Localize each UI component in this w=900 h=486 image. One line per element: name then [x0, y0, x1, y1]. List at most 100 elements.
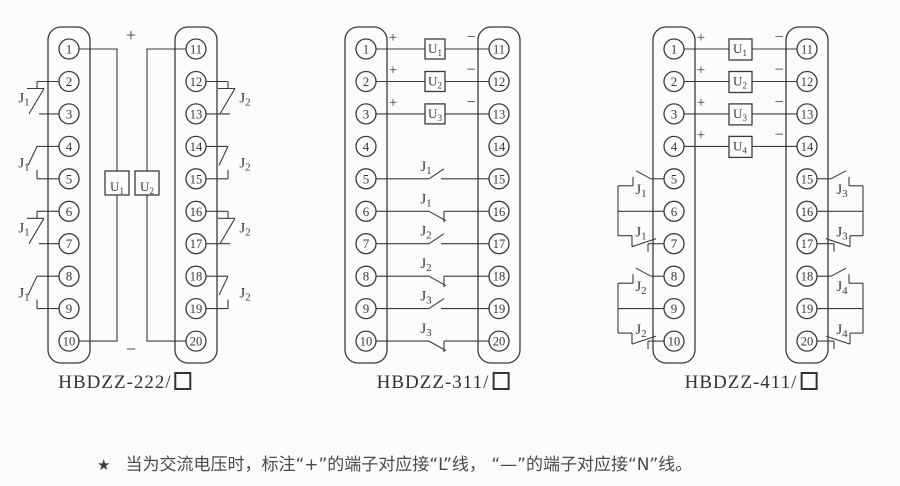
footnote: ★当为交流电压时，标注“+”的端子对应接“L”线， “—”的端子对应接“N”线。	[97, 450, 692, 475]
u2-label-base: U	[140, 179, 150, 194]
terminal-number: 13	[493, 107, 506, 121]
terminal-number: 15	[190, 172, 203, 186]
j-label-sub: 1	[426, 165, 432, 177]
terminal-number: 11	[801, 43, 813, 57]
contact-j1-blade	[28, 88, 45, 115]
terminal-circle	[58, 330, 80, 352]
contact-blade	[428, 168, 445, 180]
caption-hbdzz-311: HBDZZ-311/	[377, 372, 510, 394]
contact-group-right-blade	[830, 170, 847, 180]
contact-j1-blade	[27, 275, 38, 296]
terminal-circle	[355, 135, 377, 158]
plus-mark: +	[126, 25, 136, 45]
u-label-base: U	[428, 74, 438, 89]
terminal-circle	[796, 168, 818, 190]
u-label: U2	[428, 74, 442, 91]
j1-label-base: J	[18, 285, 24, 301]
plus-mark: +	[697, 95, 705, 111]
contact-group-right-blade	[825, 335, 851, 345]
u-label: U1	[428, 41, 442, 58]
terminal-circle	[185, 103, 207, 125]
terminal-number: 13	[801, 107, 814, 121]
terminal-number: 20	[493, 335, 506, 349]
terminal-number: 11	[493, 43, 505, 57]
terminal-circle	[796, 38, 818, 60]
terminal-number: 1	[671, 42, 678, 57]
u-label-sub: 1	[437, 48, 442, 58]
terminal-number: 8	[66, 269, 73, 284]
u-box	[728, 70, 753, 94]
terminal-number: 15	[801, 172, 814, 186]
j1-label-sub: 1	[24, 162, 30, 174]
plus-mark: +	[389, 63, 397, 79]
terminal-circle	[663, 233, 685, 255]
terminal-number: 20	[801, 335, 814, 349]
caption-text: HBDZZ-222/	[58, 372, 172, 393]
j-label: J1	[635, 225, 646, 243]
u2-box	[134, 170, 160, 196]
u-label-base: U	[428, 106, 438, 121]
terminal-circle	[796, 200, 818, 222]
terminal-circle	[185, 70, 207, 93]
terminal-number: 10	[668, 335, 681, 349]
u-label-base: U	[733, 106, 743, 121]
contact-blade	[428, 298, 445, 310]
minus-mark: −	[774, 62, 783, 79]
terminal-circle	[488, 38, 510, 60]
terminal-number: 7	[363, 236, 370, 251]
caption-hbdzz-411: HBDZZ-411/	[685, 372, 818, 394]
terminal-number: 13	[190, 107, 203, 121]
terminal-circle	[663, 330, 685, 352]
terminal-circle	[663, 297, 685, 320]
j2-label-base: J	[239, 156, 245, 172]
terminal-number: 6	[66, 204, 73, 219]
j-label-base: J	[420, 289, 426, 305]
terminal-number: 4	[671, 139, 678, 154]
terminal-circle	[355, 168, 377, 190]
contact-blade	[428, 210, 447, 222]
terminal-circle	[796, 103, 818, 125]
contact-group-left-blade	[631, 335, 657, 345]
terminal-number: 12	[190, 75, 203, 89]
supply-wire	[79, 48, 118, 171]
j-label-base: J	[635, 225, 641, 241]
u2-label: U2	[140, 179, 154, 196]
terminal-circle	[355, 297, 377, 320]
supply-wire	[146, 195, 186, 342]
supply-wire	[146, 48, 186, 171]
terminal-number: 18	[190, 270, 203, 284]
terminal-circle	[663, 70, 685, 93]
terminal-circle	[185, 38, 207, 60]
j-label-base: J	[836, 322, 842, 338]
terminal-number: 18	[493, 270, 506, 284]
j2-label-sub: 2	[245, 162, 251, 174]
j-label: J2	[420, 224, 431, 242]
terminal-number: 2	[363, 74, 370, 89]
terminal-circle	[58, 168, 80, 190]
j2-label-base: J	[239, 221, 245, 237]
terminal-circle	[488, 265, 510, 287]
j2-label-base: J	[239, 285, 245, 301]
terminal-circle	[355, 200, 377, 222]
j-label-sub: 2	[641, 328, 647, 340]
minus-mark: −	[466, 94, 475, 111]
j1-label: J1	[18, 285, 29, 303]
terminal-circle	[663, 200, 685, 222]
terminal-number: 16	[493, 205, 506, 219]
j-label-sub: 3	[842, 188, 848, 200]
terminal-number: 5	[363, 171, 370, 186]
star-icon: ★	[97, 456, 111, 474]
j-label-sub: 3	[426, 327, 432, 339]
u-label: U1	[733, 41, 747, 58]
terminal-number: 7	[671, 236, 678, 251]
u-label-sub: 3	[437, 113, 442, 123]
j-label-base: J	[635, 279, 641, 295]
terminal-circle	[355, 103, 377, 125]
terminal-circle	[355, 265, 377, 287]
j-label-base: J	[420, 191, 426, 207]
j-label: J4	[836, 322, 848, 340]
terminal-number: 5	[66, 171, 73, 186]
terminal-circle	[488, 200, 510, 222]
u1-label-sub: 1	[119, 186, 124, 196]
